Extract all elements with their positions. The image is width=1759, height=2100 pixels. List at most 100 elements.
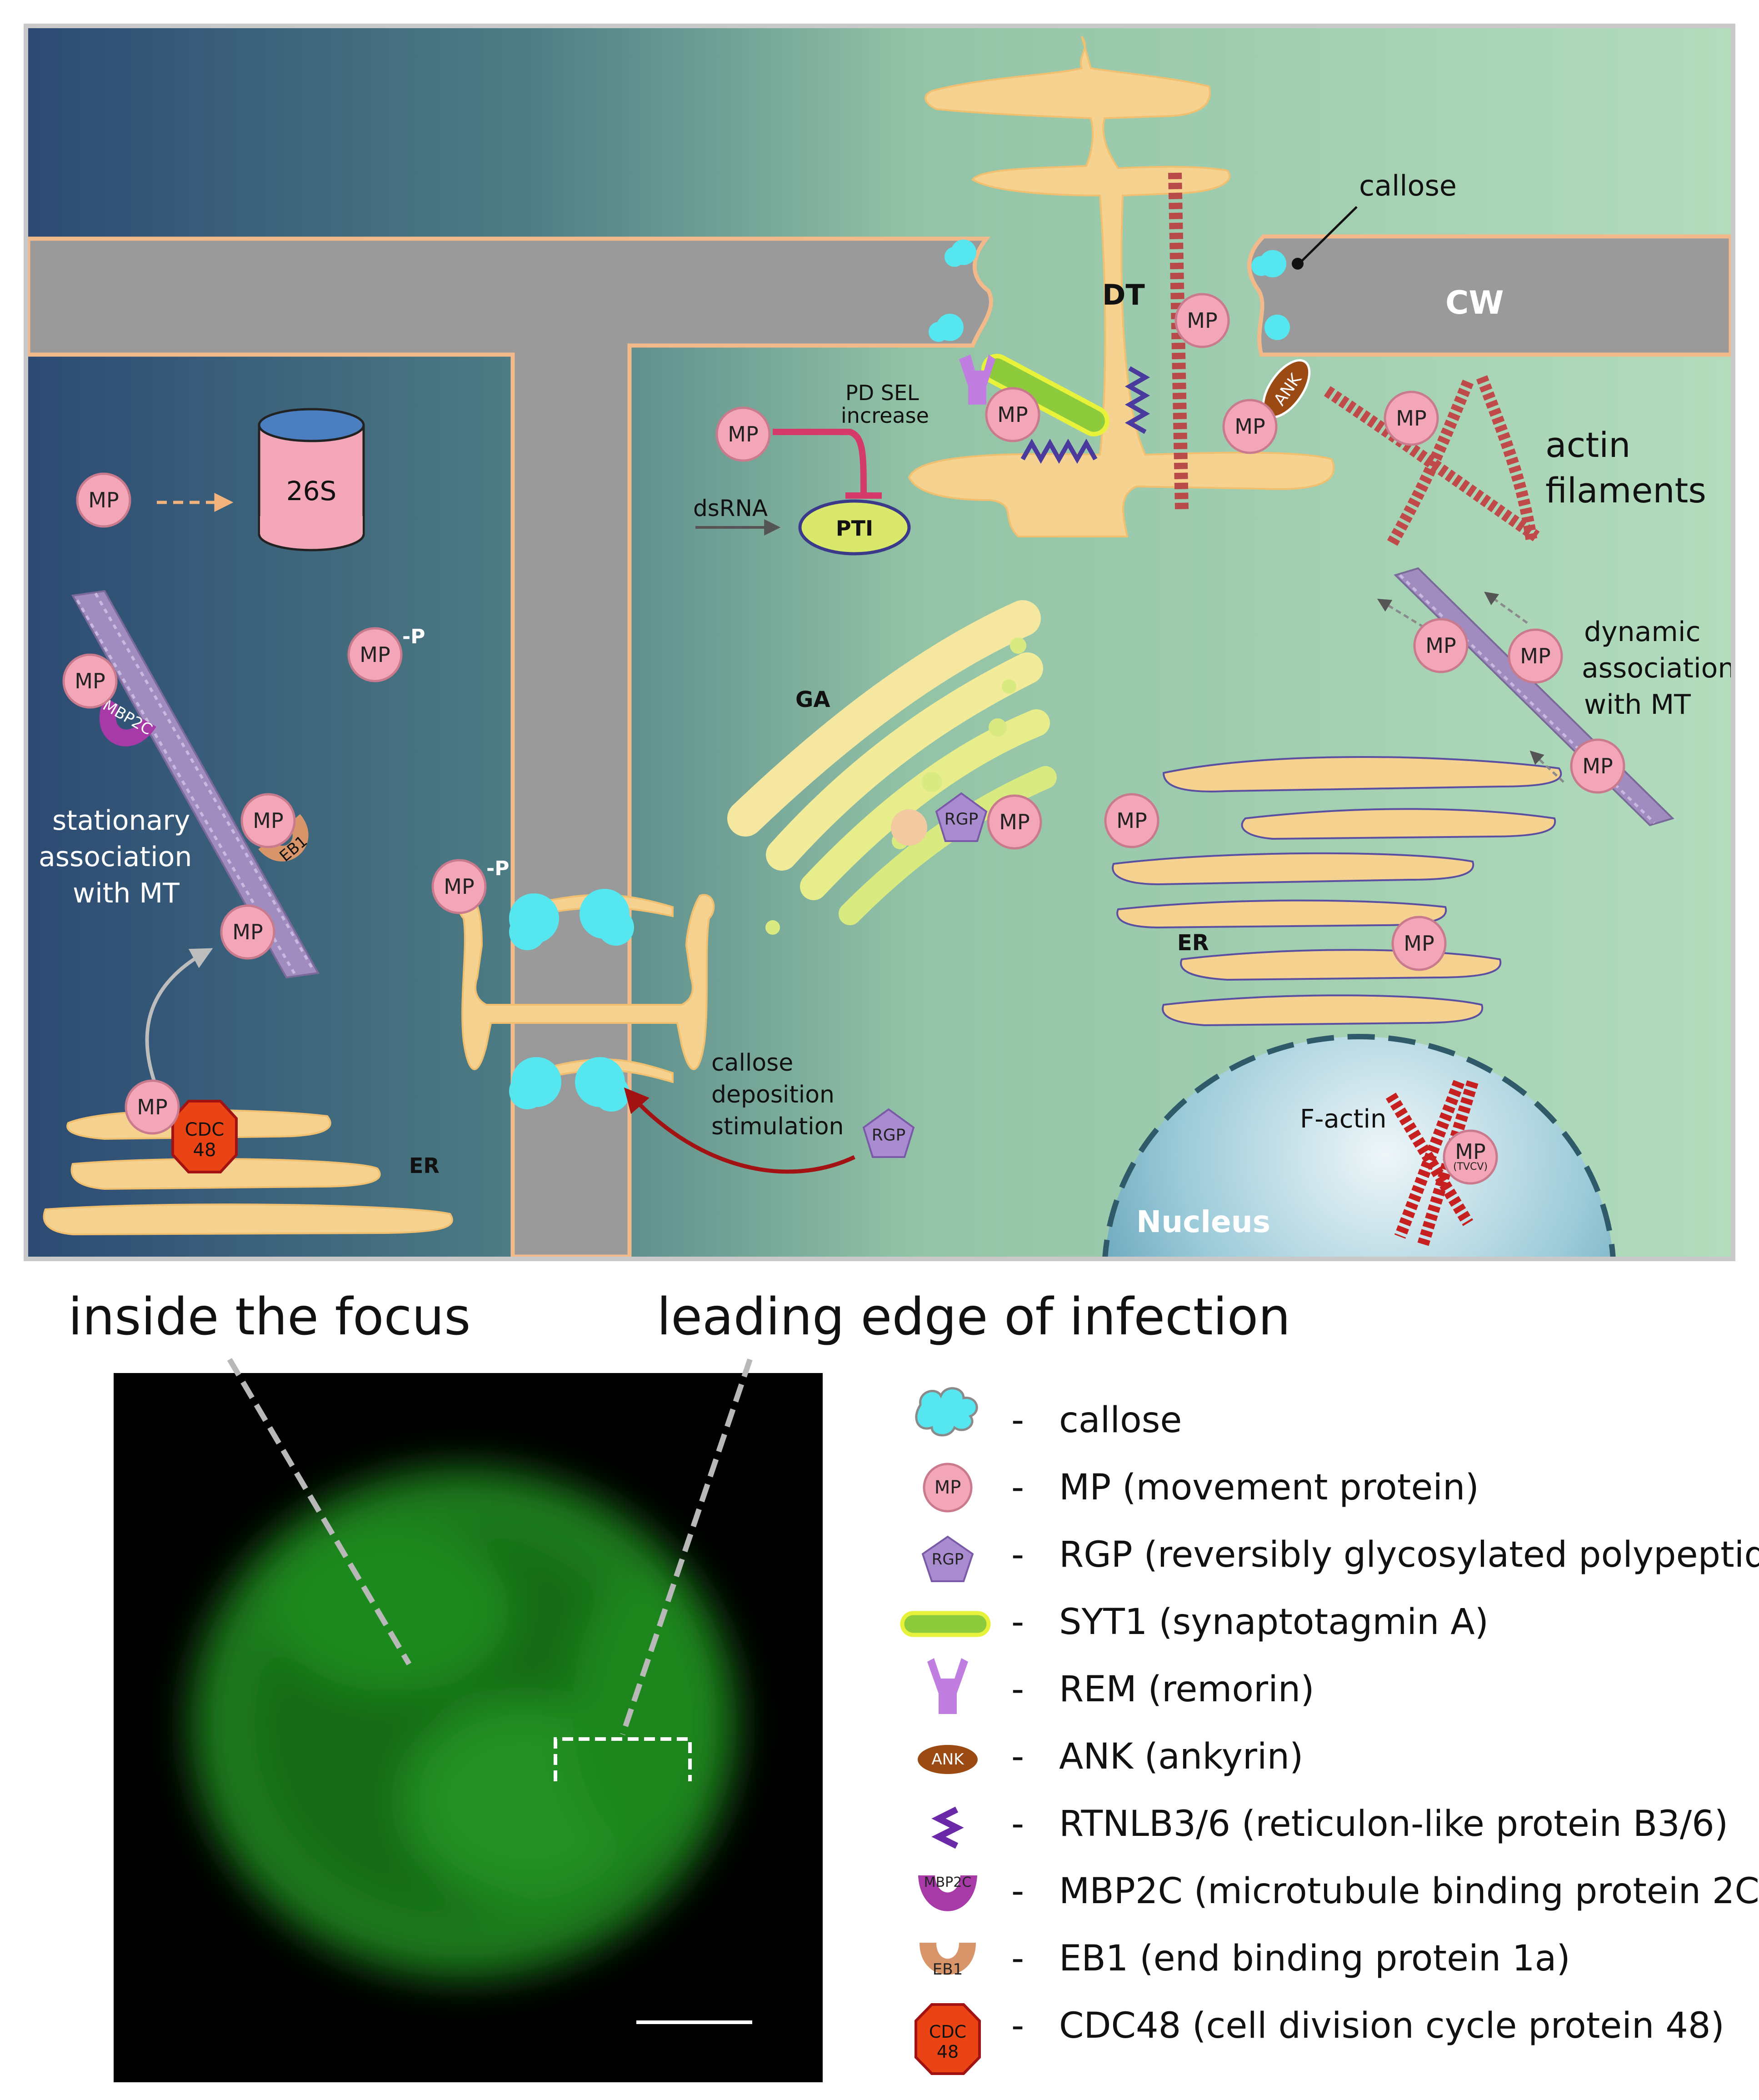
mp-label: MP xyxy=(253,808,283,833)
phospho-label-2: -P xyxy=(486,857,510,880)
legend-text-rgp: RGP (reversibly glycosylated polypeptide… xyxy=(1059,1534,1759,1575)
rgp-callose-arrow xyxy=(624,1087,855,1174)
legend-dash: - xyxy=(1011,1467,1024,1508)
mp-label: MP xyxy=(997,402,1028,427)
label-actin-2: filaments xyxy=(1545,470,1706,511)
rtnlb-icon xyxy=(931,1806,964,1849)
caption-leading-edge: leading edge of infection xyxy=(657,1288,1290,1347)
mp-label: MP xyxy=(137,1095,167,1119)
label-stationary-1: stationary xyxy=(52,805,190,837)
legend-text-rem: REM (remorin) xyxy=(1059,1669,1314,1710)
proteasome-26s: 26S xyxy=(258,408,365,551)
pointer-leading-edge xyxy=(620,1358,753,1735)
microtubule-left xyxy=(71,590,320,979)
label-dynamic-3: with MT xyxy=(1584,689,1691,721)
cell-diagram-panel: ANK callose DT CW actin filaments PD SEL… xyxy=(24,24,1735,1261)
eb1-icon-label: EB1 xyxy=(933,1960,963,1979)
label-er-right: ER xyxy=(1177,930,1209,956)
mp-label: MP xyxy=(1520,644,1550,668)
infection-focus-fluorescence xyxy=(191,1468,736,1978)
ank-icon-label: ANK xyxy=(932,1750,965,1769)
rgp-icon-label: RGP xyxy=(932,1550,964,1569)
mp-icon-label: MP xyxy=(934,1477,961,1498)
legend-dash: - xyxy=(1011,1400,1024,1441)
mp-label: MP xyxy=(999,810,1029,834)
legend-text-syt1: SYT1 (synaptotagmin A) xyxy=(1059,1602,1489,1643)
cdc48-protein: CDC 48 xyxy=(171,1100,238,1173)
label-actin-1: actin xyxy=(1545,425,1630,465)
legend-text-ank: ANK (ankyrin) xyxy=(1059,1736,1303,1777)
legend-icons: MP RGP ANK MBP2C EB1 xyxy=(900,1387,991,2075)
legend-dash: - xyxy=(1011,1804,1024,1844)
mp-label: MP xyxy=(1404,931,1434,956)
legend-text-mbp2c: MBP2C (microtubule binding protein 2C) xyxy=(1059,1871,1759,1912)
legend: MP RGP ANK MBP2C EB1 xyxy=(900,1387,1759,2075)
mp-label: MP xyxy=(75,669,105,693)
legend-text-callose: callose xyxy=(1059,1400,1182,1441)
proteasome-label: 26S xyxy=(286,476,337,506)
legend-dash: - xyxy=(1011,1736,1024,1777)
legend-dash: - xyxy=(1011,1871,1024,1912)
cell-wall xyxy=(28,234,1731,1257)
legend-text-eb1: EB1 (end binding protein 1a) xyxy=(1059,1938,1570,1979)
rem-icon xyxy=(927,1658,968,1714)
mp-proteins: MP MP MP MP MP MP MP MP MP MP MP MP MP M… xyxy=(64,294,1624,1183)
mp-label: MP xyxy=(1455,1139,1485,1164)
caption-inside-focus: inside the focus xyxy=(68,1288,470,1347)
desmotubule xyxy=(908,35,1335,537)
rgp-protein-lower: RGP xyxy=(862,1108,915,1158)
cdc48-icon-label-1: CDC xyxy=(929,2022,966,2042)
label-callose-dep-3: stimulation xyxy=(711,1113,844,1140)
label-dynamic-1: dynamic xyxy=(1584,616,1701,648)
label-pd-sel-2: increase xyxy=(841,403,929,428)
eb1-icon: EB1 xyxy=(919,1943,976,1979)
inhibition-arrow xyxy=(773,429,867,496)
leading-edge-bracket xyxy=(554,1737,692,1781)
label-dsrna: dsRNA xyxy=(693,495,768,521)
syt1-protein xyxy=(981,354,1109,436)
ank-icon: ANK xyxy=(916,1743,979,1776)
label-callose-top: callose xyxy=(1359,169,1457,202)
rgp-label-ga: RGP xyxy=(944,810,979,829)
mp-label: MP xyxy=(444,874,474,899)
label-dynamic-2: association xyxy=(1582,652,1735,684)
callose-deposits-lower xyxy=(509,889,634,1112)
syt1-icon xyxy=(900,1611,991,1637)
callose-pointer xyxy=(1299,206,1358,264)
legend-dash: - xyxy=(1011,1669,1024,1710)
cdc48-label-2: 48 xyxy=(193,1140,216,1161)
legend-dash: - xyxy=(1011,2005,1024,2046)
label-dt: DT xyxy=(1102,278,1145,311)
cdc48-icon-label-2: 48 xyxy=(937,2042,959,2062)
legend-dash: - xyxy=(1011,1602,1024,1643)
callose-icon xyxy=(915,1387,978,1437)
mp-label: MP xyxy=(1187,308,1217,333)
label-callose-dep-1: callose xyxy=(711,1049,793,1077)
legend-texts: callose MP (movement protein) RGP (rever… xyxy=(1059,1400,1759,2046)
mp-label: MP xyxy=(232,920,263,944)
tvcv-label: (TVCV) xyxy=(1453,1161,1488,1173)
mp-label: MP xyxy=(88,488,119,512)
mbp2c-icon-label: MBP2C xyxy=(924,1874,972,1890)
pointer-inside-focus xyxy=(227,1358,412,1666)
mp-label: MP xyxy=(1425,633,1456,658)
label-cw: CW xyxy=(1445,284,1504,321)
mbp2c-icon: MBP2C xyxy=(918,1874,977,1911)
legend-dashes: - - - - - - - - - - xyxy=(1011,1400,1024,2046)
rgp-protein-ga: RGP xyxy=(935,792,988,842)
mp-icon: MP xyxy=(923,1463,973,1513)
legend-text-mp: MP (movement protein) xyxy=(1059,1467,1479,1508)
mp-label: MP xyxy=(1582,754,1613,778)
mp-label: MP xyxy=(728,422,758,446)
label-callose-dep-2: deposition xyxy=(711,1081,835,1108)
mp-label: MP xyxy=(360,642,390,667)
mp-label: MP xyxy=(1116,808,1147,833)
legend-dash: - xyxy=(1011,1938,1024,1979)
legend-dash: - xyxy=(1011,1534,1024,1575)
pti-node xyxy=(798,499,911,556)
er-right xyxy=(1112,756,1562,1027)
pti-label: PTI xyxy=(836,516,873,541)
golgi-vesicles xyxy=(765,637,1026,935)
label-f-actin: F-actin xyxy=(1300,1104,1387,1134)
